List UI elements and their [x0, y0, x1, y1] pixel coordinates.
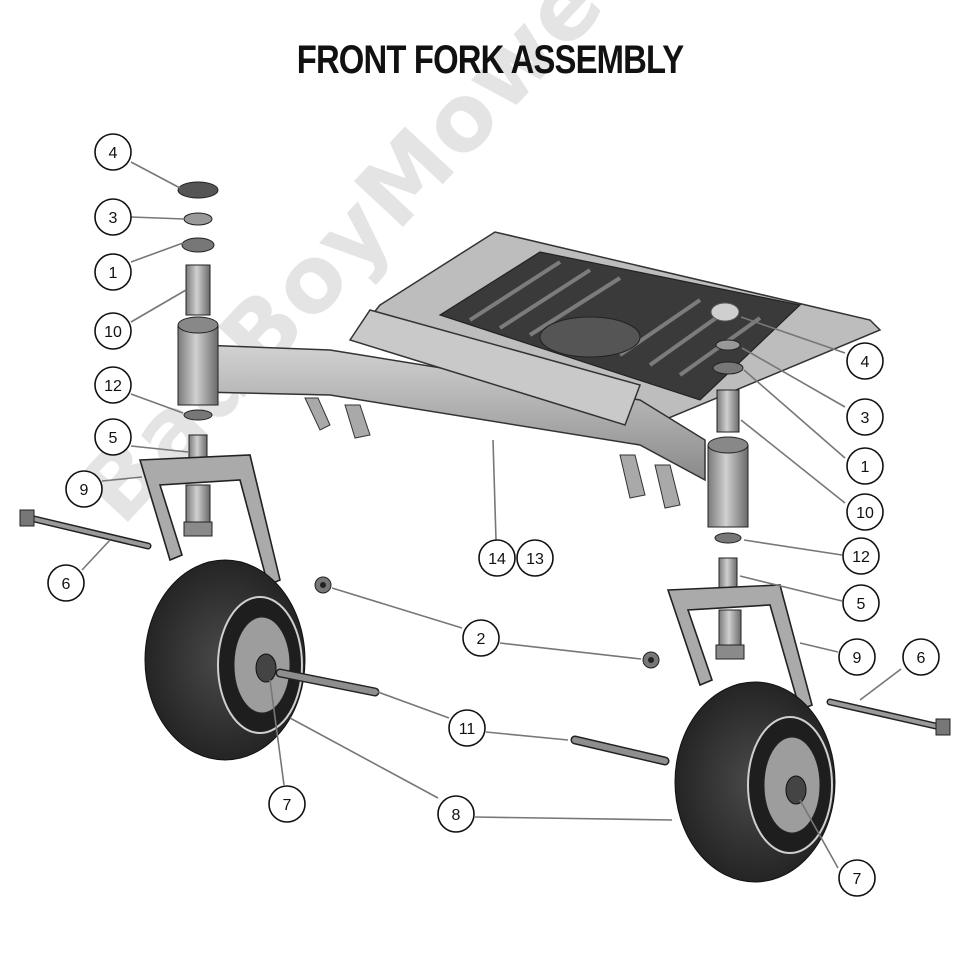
callouts: 4 3 1 10 12 5 9 6 14 13 2 11 7 8 4 3 1 10 12 5 9 6 7	[47, 133, 940, 897]
spacer-tube-left	[185, 264, 211, 316]
callout-circle	[846, 447, 884, 485]
callout-label: 7	[283, 797, 292, 814]
callout-1-right: 1	[846, 447, 884, 485]
callout-circle	[268, 785, 306, 823]
callout-label: 13	[526, 551, 544, 568]
right-axle-11	[570, 735, 670, 766]
nut-2-right	[642, 651, 660, 669]
callout-6-right: 6	[902, 638, 940, 676]
callout-label: 7	[853, 871, 862, 888]
callout-3-left: 3	[94, 198, 132, 236]
callout-label: 10	[104, 324, 122, 341]
callout-7-right: 7	[838, 859, 876, 897]
callout-circle	[478, 539, 516, 577]
left-axle-11	[275, 668, 380, 697]
callout-circle	[94, 366, 132, 404]
callout-label: 8	[452, 807, 461, 824]
callout-circle	[47, 564, 85, 602]
callout-14: 14	[478, 539, 516, 577]
callout-5-right: 5	[842, 584, 880, 622]
left-fork	[138, 454, 281, 587]
washer-right	[714, 532, 742, 544]
left-bolt-6	[19, 509, 152, 550]
dust-cap-left	[177, 181, 219, 199]
callout-10-right: 10	[846, 493, 884, 531]
callout-label: 6	[62, 576, 71, 593]
callout-circle	[65, 470, 103, 508]
callout-11: 11	[448, 709, 486, 747]
callout-circle	[94, 418, 132, 456]
callout-label: 12	[852, 549, 870, 566]
bearing-right	[712, 361, 744, 375]
locknut-left	[183, 212, 213, 226]
callout-4-right: 4	[846, 342, 884, 380]
callout-label: 12	[104, 378, 122, 395]
callout-2: 2	[462, 619, 500, 657]
callout-circle	[516, 539, 554, 577]
callout-circle	[846, 342, 884, 380]
washer-left	[183, 409, 213, 421]
beam-bracket	[348, 309, 641, 426]
callout-label: 2	[477, 631, 486, 648]
callout-circle	[94, 133, 132, 171]
callout-12-left: 12	[94, 366, 132, 404]
callout-10-left: 10	[94, 312, 132, 350]
callout-circle	[846, 398, 884, 436]
callout-circle	[94, 312, 132, 350]
callout-label: 10	[856, 505, 874, 522]
callout-label: 6	[917, 650, 926, 667]
callout-circle	[846, 493, 884, 531]
frame-beam	[199, 309, 706, 509]
right-bolt-6	[826, 698, 951, 736]
left-wheel	[144, 559, 306, 761]
callout-8: 8	[437, 795, 475, 833]
callout-circle	[842, 584, 880, 622]
callout-label: 1	[109, 265, 118, 282]
callout-label: 9	[80, 482, 89, 499]
callout-circle	[448, 709, 486, 747]
callout-circle	[437, 795, 475, 833]
callout-9-left: 9	[65, 470, 103, 508]
callout-circle	[842, 537, 880, 575]
callout-label: 5	[109, 430, 118, 447]
callout-label: 9	[853, 650, 862, 667]
deck-plate	[358, 231, 882, 431]
callout-label: 5	[857, 596, 866, 613]
callout-circle	[902, 638, 940, 676]
callout-13: 13	[516, 539, 554, 577]
callout-label: 3	[109, 210, 118, 227]
callout-4-left: 4	[94, 133, 132, 171]
right-wheel	[674, 681, 836, 883]
callout-label: 4	[109, 145, 118, 162]
callout-label: 14	[488, 551, 506, 568]
callout-9-right: 9	[838, 638, 876, 676]
nut-2-left	[314, 576, 332, 594]
callout-label: 3	[861, 410, 870, 427]
right-spindle-stack	[707, 339, 749, 597]
locknut-right	[715, 339, 741, 351]
callout-label: 11	[459, 721, 476, 738]
callout-circle	[462, 619, 500, 657]
right-fork	[666, 584, 813, 712]
callout-3-right: 3	[846, 398, 884, 436]
callout-5-left: 5	[94, 418, 132, 456]
callout-label: 1	[861, 459, 870, 476]
leader-lines	[81, 161, 902, 869]
bearing-left	[181, 237, 215, 253]
callout-12-right: 12	[842, 537, 880, 575]
callout-circle	[94, 198, 132, 236]
callout-circle	[838, 859, 876, 897]
callout-label: 4	[861, 354, 870, 371]
page-title: FRONT FORK ASSEMBLY	[296, 38, 684, 82]
callout-7-left: 7	[268, 785, 306, 823]
spacer-tube-right	[716, 389, 740, 433]
callout-circle	[94, 253, 132, 291]
headtube-right	[707, 444, 749, 528]
callout-circle	[838, 638, 876, 676]
left-spindle-stack	[177, 181, 219, 474]
callout-6-left: 6	[47, 564, 85, 602]
callout-1-left: 1	[94, 253, 132, 291]
headtube-left	[177, 324, 219, 406]
